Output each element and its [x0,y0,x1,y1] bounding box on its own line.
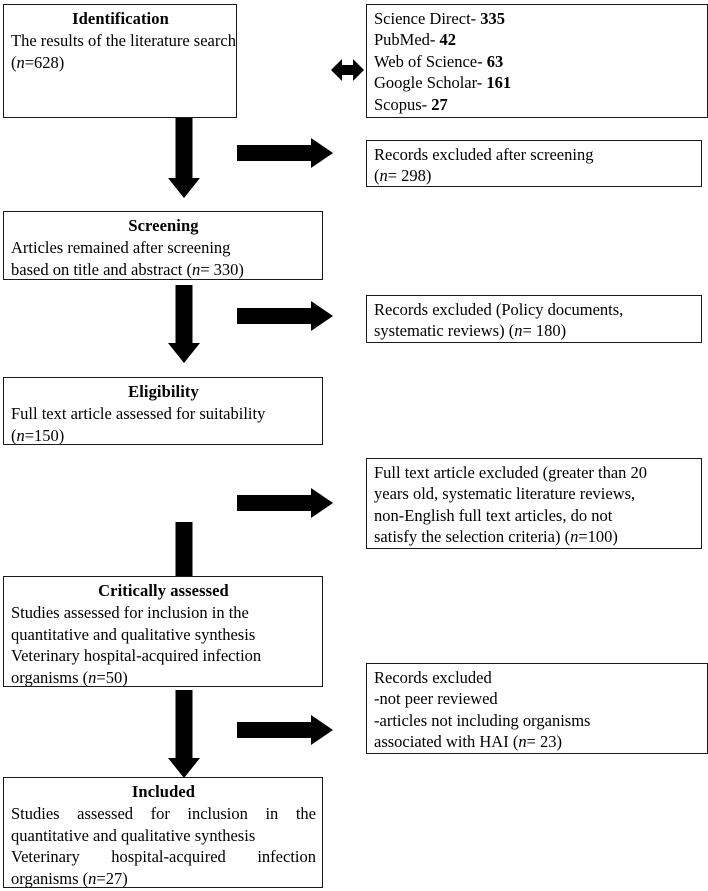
source-name: Google Scholar- [374,73,483,93]
arrow-to-excluded-after-screening [237,137,333,169]
box-identification-title: Identification [72,9,169,28]
box-screening-line-2: based on title and abstract (n= 330) [11,259,244,279]
source-name: Scopus- [374,94,428,114]
exclusion-line-2: years old, systematic literature reviews… [374,484,636,504]
arrow-shaft [340,65,355,75]
source-count: 63 [486,51,504,71]
exclusion-line-1: Records excluded after screening [374,145,594,164]
exclusion-line-2: systematic reviews) (n= 180) [374,321,567,341]
arrow-shaft [175,285,193,344]
box-critically-assessed-title: Critically assessed [98,581,229,600]
box-critically-assessed: Critically assessed Studies assessed for… [3,576,323,687]
arrow-identification-down [164,118,204,198]
arrow-head-right [353,59,364,81]
box-identification: Identification The results of the litera… [3,4,237,118]
exclusion-line-3: -articles not including organisms [374,710,591,730]
box-eligibility-line-1: Full text article assessed for suitabili… [11,404,266,424]
box-screening-title: Screening [128,216,199,235]
box-eligibility-line-2: (n=150) [11,425,65,445]
exclusion-line-1: Records excluded [374,668,492,687]
box-eligibility: Eligibility Full text article assessed f… [3,377,323,445]
arrow-to-excluded-full-text [237,487,333,519]
arrow-shaft [175,118,193,179]
box-included-line-4: organisms (n=27) [11,868,128,888]
arrow-to-excluded-not-peer-reviewed [237,714,333,746]
source-name: PubMed- [374,30,436,50]
source-item: PubMed- 42 [374,29,701,50]
source-count: 42 [439,30,457,50]
exclusion-line-4: satisfy the selection criteria) (n=100) [374,527,618,547]
arrow-to-excluded-policy-documents [237,300,333,332]
box-identification-line-1: The results of the literature search [11,31,236,51]
box-excluded-not-peer-reviewed: Records excluded -not peer reviewed -art… [366,663,708,754]
arrow-shaft [175,690,193,759]
exclusion-line-4: associated with HAI (n= 23) [374,732,563,752]
source-name: Web of Science- [374,51,483,71]
arrow-head-right [311,138,333,168]
arrow-head-down [168,343,200,363]
arrow-critically-assessed-down [164,690,204,778]
arrow-head-down [168,758,200,778]
box-critically-assessed-line-2: quantitative and qualitative synthesis [11,624,256,644]
source-name: Science Direct- [374,9,477,28]
source-item: Web of Science- 63 [374,51,701,72]
box-excluded-policy-documents: Records excluded (Policy documents, syst… [366,295,702,343]
arrow-head-down [168,178,200,198]
box-screening-line-1: Articles remained after screening [11,238,231,258]
box-included-line-3: Veterinary hospital-acquired infection [11,847,316,867]
box-critically-assessed-line-1: Studies assessed for inclusion in the [11,603,249,623]
box-eligibility-title: Eligibility [128,382,199,401]
box-database-sources: Science Direct- 335 PubMed- 42 Web of Sc… [366,4,708,118]
exclusion-line-1: Full text article excluded (greater than… [374,463,648,482]
source-item: Scopus- 27 [374,94,701,115]
arrow-shaft [237,145,311,161]
box-included-title: Included [131,782,196,801]
arrow-head-right [311,488,333,518]
arrow-head-left [331,59,342,81]
arrow-shaft [237,722,311,738]
arrow-shaft [237,495,311,511]
box-included: Included Studies assessed for inclusion … [3,777,323,888]
box-excluded-full-text: Full text article excluded (greater than… [366,458,702,549]
arrow-head-right [311,301,333,331]
arrow-screening-down [164,285,204,363]
arrow-identification-to-sources [331,59,364,81]
exclusion-line-1: Records excluded (Policy documents, [374,300,624,319]
box-screening: Screening Articles remained after screen… [3,211,323,280]
arrow-head-right [311,715,333,745]
arrow-shaft [237,308,311,324]
box-included-line-2: quantitative and qualitative synthesis [11,825,256,845]
exclusion-line-2: (n= 298) [374,166,432,186]
source-count: 27 [431,94,448,114]
box-included-line-1: Studies assessed for inclusion in the [11,804,316,824]
source-count: 161 [486,73,512,93]
box-excluded-after-screening: Records excluded after screening (n= 298… [366,140,702,187]
exclusion-line-3: non-English full text articles, do not [374,505,613,525]
source-item: Science Direct- 335 [374,8,701,29]
source-item: Google Scholar- 161 [374,72,701,93]
box-identification-line-2: (n=628) [11,52,65,72]
exclusion-line-2: -not peer reviewed [374,689,498,709]
box-critically-assessed-line-3: Veterinary hospital-acquired infection [11,646,262,666]
source-count: 335 [480,9,506,28]
box-critically-assessed-line-4: organisms (n=50) [11,667,128,687]
